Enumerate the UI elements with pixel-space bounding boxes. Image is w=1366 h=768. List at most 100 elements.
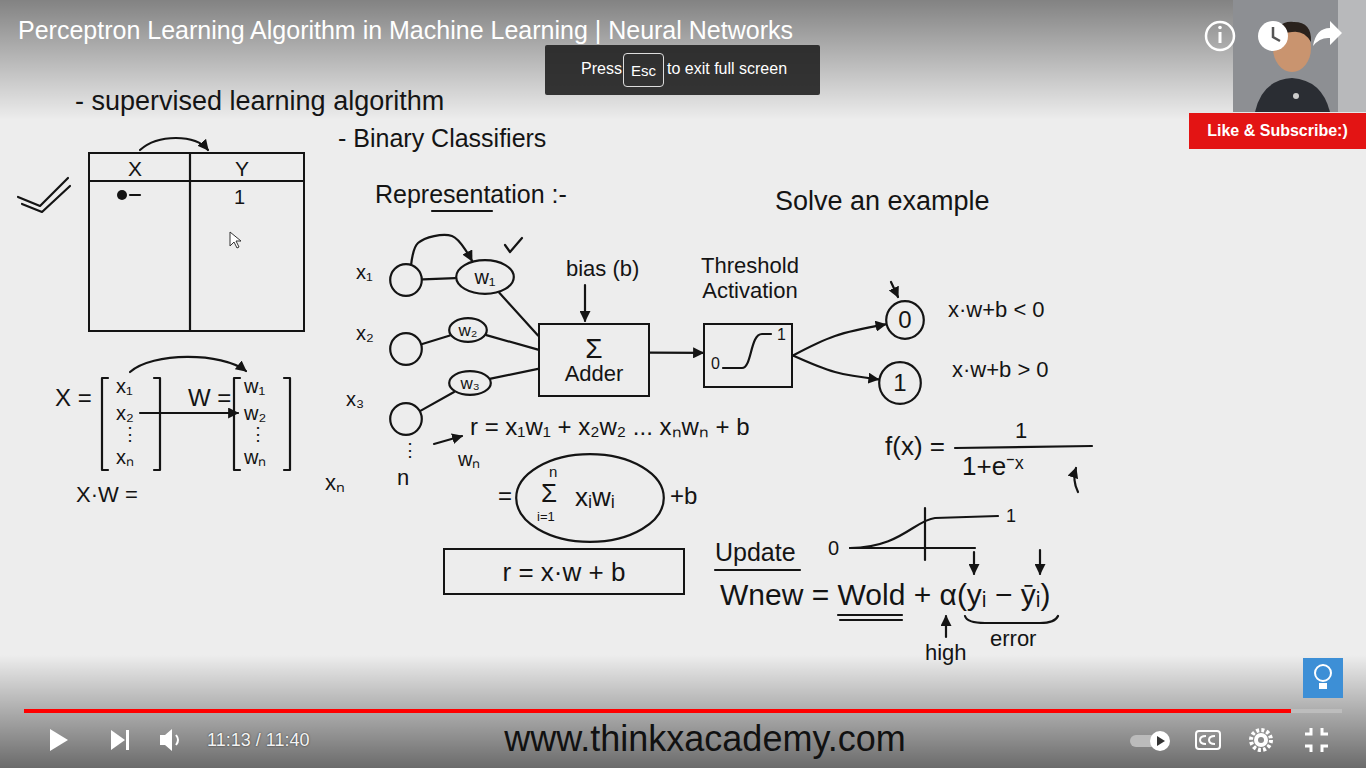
connector	[793, 324, 886, 355]
sum-symbol: Σ	[585, 335, 602, 363]
connector	[486, 335, 538, 349]
adder-label: Adder	[565, 363, 624, 385]
connector	[421, 392, 454, 411]
node-outline	[449, 371, 491, 395]
mouse-cursor	[230, 232, 241, 248]
table-rule	[189, 153, 191, 331]
input-label: x₂	[356, 322, 374, 345]
table-dot	[117, 190, 127, 200]
autoplay-toggle	[1157, 736, 1165, 746]
channel-logo	[1319, 683, 1327, 689]
connector	[411, 235, 472, 264]
next-button	[111, 730, 125, 750]
input-node: x₃	[389, 402, 423, 436]
presenter-body	[1255, 78, 1330, 112]
check-mark	[505, 238, 522, 252]
input-label: x₃	[346, 388, 364, 411]
node-outline	[456, 260, 514, 294]
update-rule: Wnew = Wold + α(yᵢ − ȳᵢ)	[720, 578, 1050, 613]
step-value: 0	[711, 355, 720, 373]
formula: X·W =	[76, 482, 138, 507]
play-button	[50, 729, 68, 751]
weight-ellipse: w₃	[448, 370, 492, 396]
section-heading: Representation :-	[375, 180, 567, 209]
step-curve	[723, 334, 771, 368]
settings-button	[1258, 737, 1264, 743]
watermark: www.thinkxacademy.com	[504, 718, 905, 759]
vector-element: xₙ	[116, 446, 134, 469]
check-mark	[18, 178, 68, 206]
underline	[840, 619, 902, 621]
ellipsis: ⋮	[121, 424, 139, 445]
toast-text: Press	[581, 60, 622, 78]
output-value: 0	[898, 308, 911, 332]
watch-later-icon	[1258, 21, 1288, 51]
connector	[422, 336, 450, 344]
fullscreen-exit-button	[1305, 728, 1328, 752]
pointer-arrow	[891, 282, 898, 297]
annotation: error	[990, 626, 1036, 651]
progress-played	[24, 709, 1291, 713]
matrix-name: W =	[188, 384, 231, 412]
info-icon	[1206, 22, 1234, 50]
formula: =	[498, 482, 512, 510]
input-label: x₁	[356, 261, 373, 284]
vector-element: x₂	[116, 402, 134, 425]
weight-label: w₂	[459, 322, 478, 339]
matrix-bracket	[284, 378, 290, 470]
progress-remaining	[1291, 709, 1342, 713]
watch-later-icon	[1273, 27, 1280, 41]
bullet-note: - supervised learning algorithm	[75, 86, 444, 117]
sigmoid-curve	[850, 516, 998, 548]
axis-value: 0	[828, 537, 839, 560]
bias-arrow	[584, 285, 586, 321]
sum-limit: n	[549, 463, 557, 480]
node-outline	[449, 318, 487, 342]
autoplay-toggle	[1150, 731, 1170, 751]
pairing-arrow	[130, 357, 246, 372]
next-button	[126, 730, 129, 750]
pairing-arrow	[140, 412, 238, 414]
weight-label: w₃	[460, 375, 479, 392]
node-outline	[389, 332, 423, 366]
captions-button	[1200, 736, 1215, 744]
node-outline	[389, 402, 423, 436]
input-count: n	[397, 465, 409, 490]
underline	[838, 614, 902, 616]
table-header: Y	[235, 157, 249, 181]
info-icon	[1218, 26, 1222, 30]
volume-button	[176, 735, 178, 745]
pointer-arrow	[945, 616, 947, 637]
channel-logo	[1315, 665, 1331, 681]
threshold-heading: Threshold Activation	[692, 253, 808, 304]
axis-line	[924, 508, 926, 560]
table-cell: 1	[234, 186, 245, 209]
annotation: high	[925, 640, 967, 665]
sum-ellipse: nΣi=1xᵢwᵢ	[515, 453, 665, 543]
mapping-arrow	[140, 138, 208, 150]
node-outline	[390, 333, 422, 365]
vector-element: wₙ	[244, 446, 266, 469]
axis-value: 1	[1006, 506, 1016, 527]
matrix-name: X =	[55, 384, 92, 412]
bullet-note: - Binary Classifiers	[338, 124, 546, 153]
sum-symbol: Σ	[541, 479, 557, 509]
volume-button	[160, 729, 172, 751]
node-outline	[389, 263, 423, 297]
node-outline	[886, 301, 924, 339]
fraction-denominator: 1+e⁻ˣ	[962, 452, 1024, 482]
weight-ellipse: w₂	[448, 317, 488, 343]
section-heading: Solve an example	[775, 186, 990, 217]
table-rule	[89, 180, 304, 182]
underline	[432, 210, 492, 212]
connector	[793, 356, 878, 380]
vector-element: w₂	[244, 402, 266, 425]
adder-box: ΣAdder	[538, 323, 650, 397]
node-outline	[879, 362, 921, 404]
toast-text: to exit full screen	[667, 60, 787, 78]
node-outline	[516, 454, 664, 542]
input-node: x₁	[389, 263, 423, 297]
weight-label: wₙ	[458, 448, 480, 471]
output-value: 1	[893, 371, 906, 395]
